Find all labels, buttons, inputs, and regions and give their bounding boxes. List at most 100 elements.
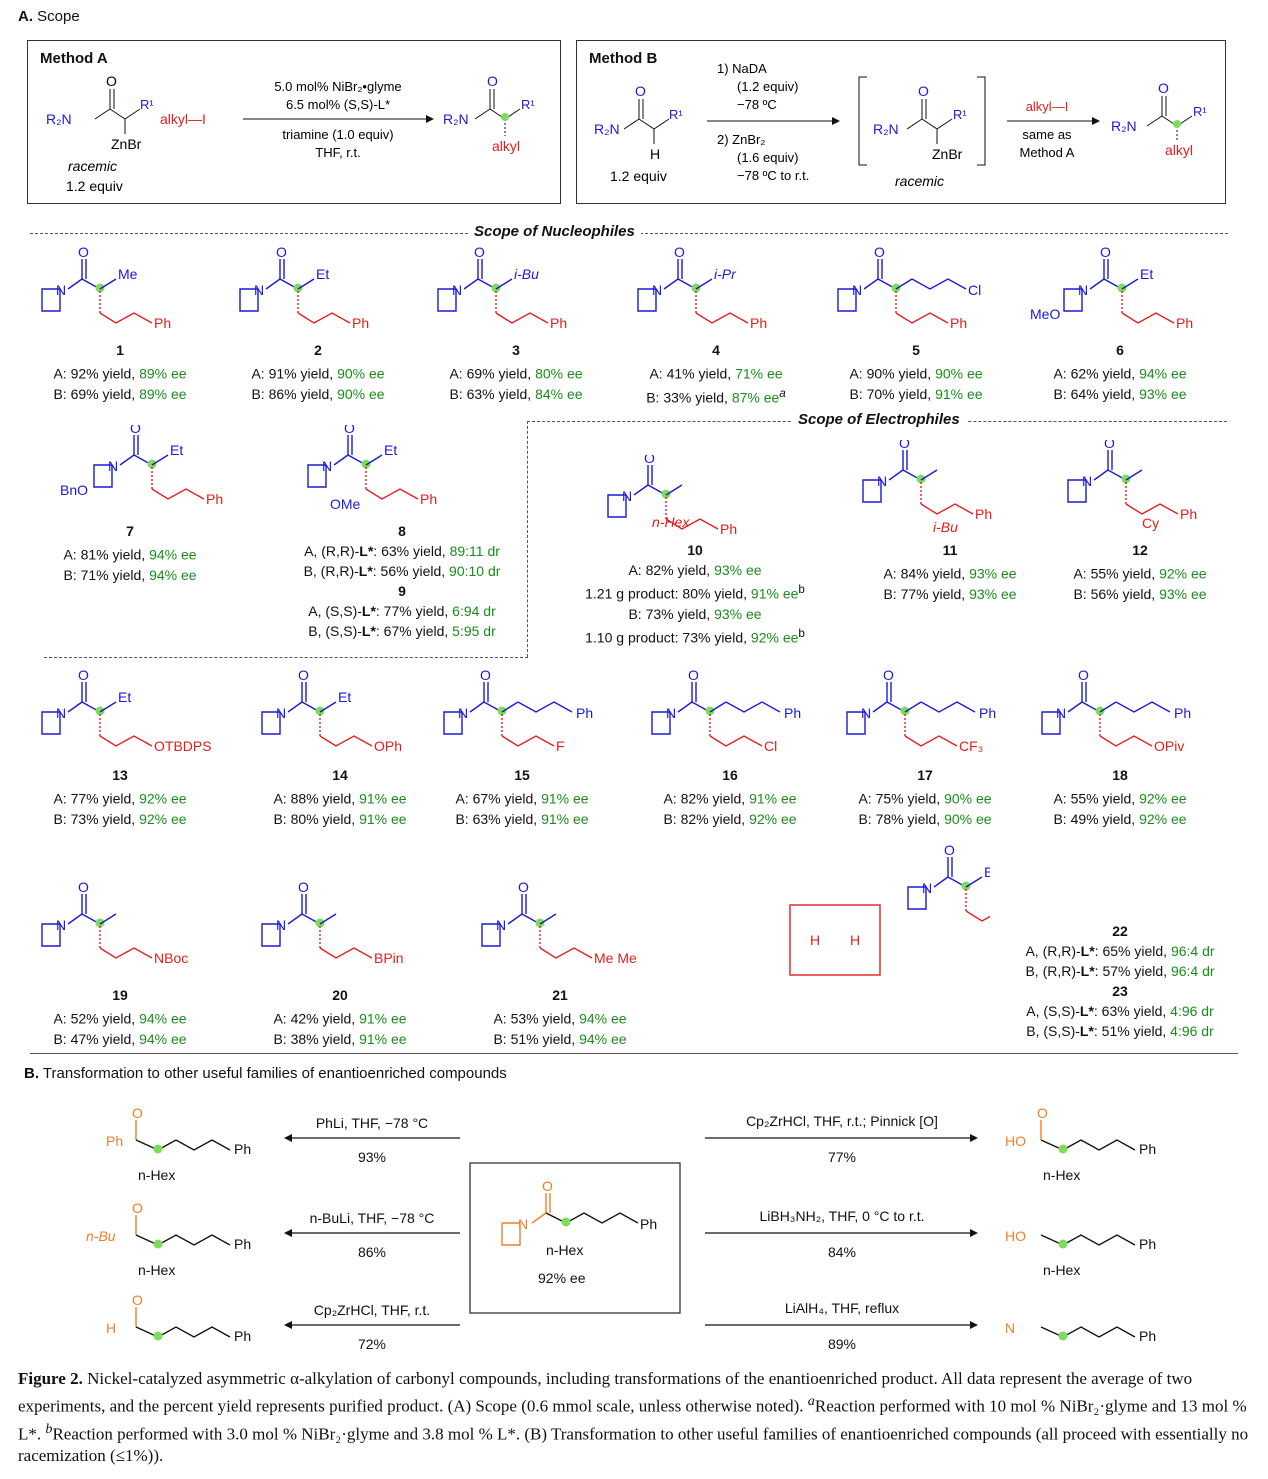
svg-text:H: H xyxy=(106,1320,116,1336)
svg-text:O: O xyxy=(130,425,141,436)
svg-text:N: N xyxy=(1082,473,1092,489)
svg-text:Ph: Ph xyxy=(1139,1236,1156,1252)
svg-text:O: O xyxy=(1104,440,1115,451)
svg-text:N: N xyxy=(852,282,862,298)
svg-text:triamine (1.0 equiv): triamine (1.0 equiv) xyxy=(282,127,393,142)
svg-text:Me: Me xyxy=(118,266,138,282)
compound-number: 17 xyxy=(917,767,933,783)
compound-22-23-results: 22 A, (R,R)-L*: 65% yield, 96:4 dr B, (R… xyxy=(1000,921,1240,1041)
svg-text:N: N xyxy=(108,458,118,474)
svg-text:72%: 72% xyxy=(358,1336,386,1352)
compound-number: 7 xyxy=(126,523,134,539)
svg-text:Et: Et xyxy=(170,442,183,458)
svg-text:F: F xyxy=(556,738,565,754)
compound-number-10: 10 xyxy=(687,542,703,558)
svg-text:N: N xyxy=(922,880,932,896)
svg-text:Ph: Ph xyxy=(720,521,737,537)
svg-text:NBoc: NBoc xyxy=(154,950,188,966)
svg-text:BnO: BnO xyxy=(60,482,88,498)
svg-text:O: O xyxy=(487,73,498,89)
svg-text:same as: same as xyxy=(1022,127,1072,142)
svg-text:i-Pr: i-Pr xyxy=(714,266,737,282)
svg-text:alkyl: alkyl xyxy=(1165,142,1193,158)
svg-text:Ph: Ph xyxy=(550,315,567,331)
svg-text:N: N xyxy=(861,705,871,721)
svg-text:PhLi, THF, −78 °C: PhLi, THF, −78 °C xyxy=(316,1115,428,1131)
svg-text:O: O xyxy=(132,1200,143,1216)
svg-text:n-Hex: n-Hex xyxy=(138,1354,175,1355)
electrophile-divider-vertical xyxy=(527,421,528,657)
svg-text:Ph: Ph xyxy=(234,1236,251,1252)
svg-text:R¹: R¹ xyxy=(1193,104,1207,119)
method-a-title: Method A xyxy=(40,50,108,67)
svg-text:86%: 86% xyxy=(358,1244,386,1260)
compound-number: 19 xyxy=(112,987,128,1003)
svg-text:R₂N: R₂N xyxy=(46,111,72,127)
compound-number: 20 xyxy=(332,987,348,1003)
svg-text:O: O xyxy=(298,880,309,895)
compound-number: 13 xyxy=(112,767,128,783)
svg-text:HO: HO xyxy=(1005,1228,1026,1244)
svg-text:N: N xyxy=(276,917,286,933)
svg-text:O: O xyxy=(132,1292,143,1308)
svg-text:Ph: Ph xyxy=(1139,1328,1156,1344)
svg-text:Et: Et xyxy=(384,442,397,458)
section-divider xyxy=(30,1053,1238,1054)
compound-number-9: 9 xyxy=(398,583,406,599)
svg-text:Et: Et xyxy=(1140,266,1153,282)
svg-text:R¹: R¹ xyxy=(669,107,683,122)
svg-text:n-Bu: n-Bu xyxy=(86,1228,116,1244)
svg-text:H: H xyxy=(810,932,820,948)
svg-text:Ph: Ph xyxy=(784,705,801,721)
svg-text:O: O xyxy=(883,668,894,683)
svg-text:92% ee: 92% ee xyxy=(538,1270,586,1286)
svg-text:MeO: MeO xyxy=(1030,306,1060,322)
svg-text:N: N xyxy=(1005,1320,1015,1336)
method-a-o: O xyxy=(106,73,117,89)
svg-text:O: O xyxy=(298,668,309,683)
svg-text:alkyl—I: alkyl—I xyxy=(160,111,206,127)
svg-text:Ph: Ph xyxy=(750,315,767,331)
svg-text:Cl: Cl xyxy=(968,282,981,298)
svg-text:N: N xyxy=(322,458,332,474)
svg-text:LiBH₃NH₂, THF, 0 °C to r.t.: LiBH₃NH₂, THF, 0 °C to r.t. xyxy=(759,1208,924,1224)
svg-text:Ph: Ph xyxy=(1174,705,1191,721)
svg-text:BPin: BPin xyxy=(374,950,404,966)
compound-number: 5 xyxy=(912,342,920,358)
svg-text:N: N xyxy=(652,282,662,298)
svg-text:n-Hex: n-Hex xyxy=(1043,1262,1080,1278)
svg-text:R¹: R¹ xyxy=(521,97,535,112)
svg-text:Ph: Ph xyxy=(234,1328,251,1344)
svg-text:n-BuLi, THF, −78 °C: n-BuLi, THF, −78 °C xyxy=(310,1210,435,1226)
svg-text:O: O xyxy=(78,245,89,260)
svg-text:racemic: racemic xyxy=(895,173,944,189)
svg-text:OTBDPS: OTBDPS xyxy=(154,738,212,754)
svg-text:R₂N: R₂N xyxy=(443,111,469,127)
compound-number: 6 xyxy=(1116,342,1124,358)
structure-20: N O BPin xyxy=(261,880,404,966)
method-b-title: Method B xyxy=(589,50,658,67)
svg-text:1.2 equiv: 1.2 equiv xyxy=(66,178,123,194)
svg-text:O: O xyxy=(644,455,655,466)
compound-number: 16 xyxy=(722,767,738,783)
compound-number: 1 xyxy=(116,342,124,358)
svg-text:Ph: Ph xyxy=(1176,315,1193,331)
svg-text:Cy: Cy xyxy=(1142,515,1159,531)
svg-text:O: O xyxy=(674,245,685,260)
